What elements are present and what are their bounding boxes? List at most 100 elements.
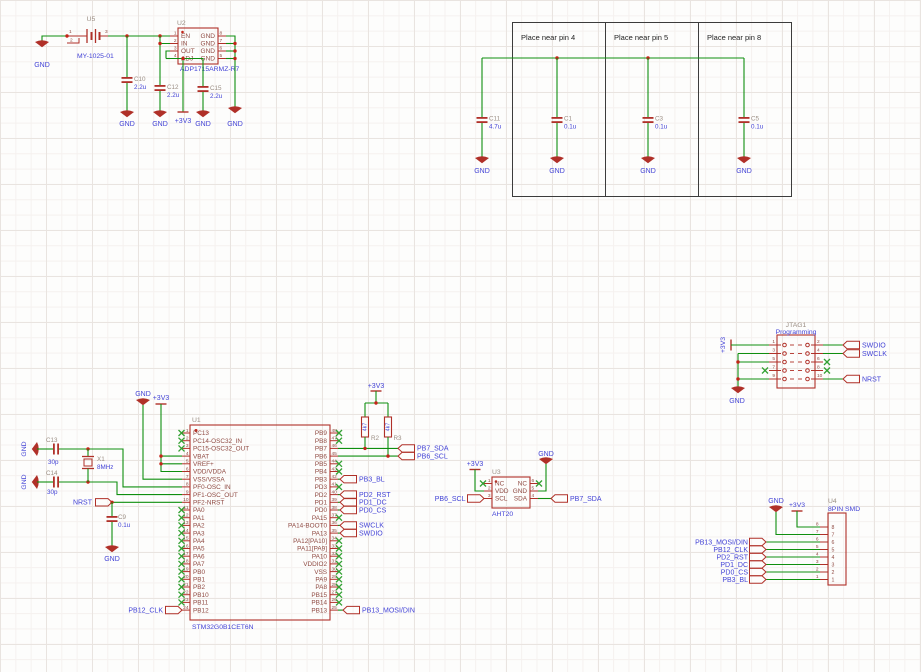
- net-flag[interactable]: [95, 498, 113, 507]
- capacitor-symbol[interactable]: [476, 117, 488, 119]
- pin-name: PB0: [193, 569, 206, 576]
- net-flag[interactable]: [339, 521, 357, 530]
- gnd-symbol[interactable]: [641, 156, 655, 164]
- gnd-symbol[interactable]: [153, 110, 167, 118]
- capacitor-symbol[interactable]: [197, 90, 209, 92]
- net-flag[interactable]: [749, 552, 767, 562]
- wire[interactable]: [775, 512, 820, 536]
- gnd-symbol[interactable]: [31, 475, 39, 489]
- net-flag[interactable]: [842, 349, 860, 358]
- power-regulator-circuit[interactable]: GND123U5MY-1025-01GNDC102.2uU2ADP1715ARM…: [34, 16, 243, 128]
- net-flag[interactable]: [342, 605, 360, 615]
- capacitor-symbol[interactable]: [121, 77, 133, 79]
- gnd-symbol[interactable]: [120, 110, 134, 118]
- wire[interactable]: [796, 511, 820, 528]
- pin-number: 14: [183, 528, 189, 534]
- pin-number: 1: [832, 578, 835, 584]
- net-flag[interactable]: [550, 494, 568, 503]
- net-flag[interactable]: [749, 545, 767, 554]
- wire[interactable]: [59, 481, 182, 496]
- pin-name: PB14: [311, 600, 327, 607]
- capacitor-symbol[interactable]: [121, 81, 133, 83]
- capacitor-symbol[interactable]: [476, 121, 488, 123]
- net-flag[interactable]: [749, 560, 767, 569]
- net-flag[interactable]: [467, 494, 485, 503]
- net-flag[interactable]: [397, 444, 415, 453]
- net-label: +3V3: [720, 337, 727, 353]
- wire[interactable]: [226, 35, 236, 108]
- capacitor-symbol[interactable]: [53, 443, 55, 455]
- gnd-symbol[interactable]: [35, 40, 49, 48]
- capacitor-symbol[interactable]: [57, 443, 59, 455]
- capacitor-symbol[interactable]: [53, 476, 55, 488]
- pin-name: PA3: [193, 530, 205, 537]
- capacitor-symbol[interactable]: [738, 121, 750, 123]
- capacitor-symbol[interactable]: [642, 121, 654, 123]
- wire[interactable]: [160, 404, 182, 473]
- capacitor-symbol[interactable]: [197, 86, 209, 88]
- net-flag[interactable]: [339, 498, 357, 507]
- net-flag[interactable]: [842, 374, 860, 384]
- junction-dot: [386, 454, 390, 458]
- pin-name: PB6: [315, 453, 328, 460]
- pin-name: PB13: [311, 607, 327, 614]
- capacitor-symbol[interactable]: [57, 476, 59, 488]
- net-flag[interactable]: [749, 575, 767, 584]
- capacitor-symbol[interactable]: [642, 117, 654, 119]
- net-flag[interactable]: [339, 505, 357, 515]
- net-flag[interactable]: [749, 567, 767, 577]
- wire[interactable]: [41, 35, 67, 42]
- capacitor-symbol[interactable]: [551, 121, 563, 123]
- capacitor-symbol[interactable]: [154, 89, 166, 91]
- crystal-body[interactable]: [83, 458, 93, 467]
- gnd-symbol[interactable]: [769, 505, 783, 513]
- pin-number: 4: [174, 53, 177, 59]
- gnd-symbol[interactable]: [105, 545, 119, 553]
- gnd-symbol[interactable]: [737, 156, 751, 164]
- pin-number: 8: [816, 522, 819, 528]
- pin-number: 4: [532, 493, 535, 499]
- wire[interactable]: [142, 405, 182, 480]
- wire[interactable]: [474, 469, 484, 492]
- net-flag[interactable]: [397, 451, 415, 461]
- component-outline[interactable]: [177, 27, 219, 65]
- component-outline[interactable]: [491, 476, 531, 509]
- gnd-symbol[interactable]: [475, 156, 489, 164]
- gnd-symbol[interactable]: [228, 106, 242, 114]
- capacitor-symbol[interactable]: [154, 85, 166, 87]
- wire[interactable]: [159, 36, 170, 45]
- gnd-symbol[interactable]: [196, 110, 210, 118]
- component-outline[interactable]: [189, 424, 331, 621]
- net-flag[interactable]: [165, 605, 183, 615]
- capacitor-symbol[interactable]: [106, 516, 118, 518]
- wire[interactable]: [59, 448, 182, 488]
- no-connect-icon: [335, 483, 343, 491]
- gnd-symbol[interactable]: [539, 457, 553, 465]
- capacitor-symbol[interactable]: [551, 117, 563, 119]
- net-flag[interactable]: [749, 537, 767, 547]
- pin-number: 39: [332, 497, 338, 503]
- capacitor-symbol[interactable]: [738, 117, 750, 119]
- wire[interactable]: [538, 464, 547, 492]
- net-flag[interactable]: [339, 475, 357, 484]
- gnd-symbol[interactable]: [731, 386, 745, 394]
- net-flag[interactable]: [339, 528, 357, 538]
- net-flag[interactable]: [842, 340, 860, 350]
- net-flag[interactable]: [339, 490, 357, 499]
- gnd-symbol[interactable]: [550, 156, 564, 164]
- capacitor-symbol[interactable]: [106, 520, 118, 522]
- gnd-symbol[interactable]: [31, 442, 39, 456]
- wire[interactable]: [165, 50, 170, 59]
- gnd-symbol[interactable]: [136, 398, 150, 406]
- pin-number: 7: [772, 365, 775, 371]
- pin-number: 8: [817, 365, 820, 371]
